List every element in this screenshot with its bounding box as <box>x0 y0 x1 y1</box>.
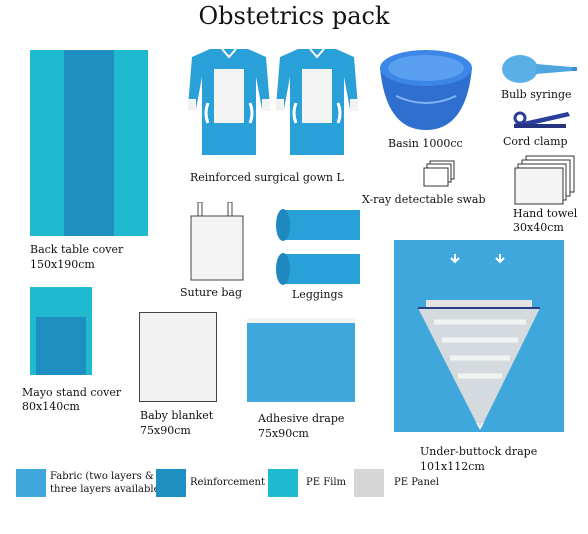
back-table-cover-graphic <box>30 50 148 236</box>
baby-blanket-graphic <box>139 312 217 402</box>
xray-swab-image <box>422 160 456 190</box>
leggings-label: Leggings <box>292 288 344 301</box>
mayo-stand-cover-graphic <box>30 287 92 375</box>
legend-swatch-pe-film <box>268 469 298 497</box>
xray-swab-label: X-ray detectable swab <box>362 193 486 206</box>
under-buttock-drape-image <box>394 240 564 432</box>
adhesive-drape-label: Adhesive drape <box>258 412 345 425</box>
hand-towel-size: 30x40cm <box>513 221 564 234</box>
back-table-cover-label: Back table cover <box>30 243 124 256</box>
basin-label: Basin 1000cc <box>388 137 463 150</box>
gown-left <box>188 48 270 155</box>
leggings-image <box>274 207 364 287</box>
xray-swab-graphic <box>423 160 455 187</box>
cord-clamp-image <box>510 104 574 132</box>
legend-label-pe-film: PE Film <box>306 477 347 488</box>
legend-swatch-reinforcement <box>156 469 186 497</box>
legend-swatch-fabric <box>16 469 46 497</box>
hand-towel-graphic <box>514 155 575 205</box>
mayo-stand-cover-size: 80x140cm <box>22 400 80 413</box>
under-buttock-drape-size: 101x112cm <box>420 460 485 473</box>
legend-label-fabric: Fabric (two layers & three layers availa… <box>50 471 164 495</box>
back-table-cover-size: 150x190cm <box>30 258 95 271</box>
back-table-cover-image <box>30 50 148 236</box>
bulb-syringe-graphic <box>502 55 577 83</box>
basin-image <box>376 46 476 132</box>
bulb-syringe-label: Bulb syringe <box>501 88 572 101</box>
legend-swatch-pe-panel <box>354 469 384 497</box>
gown-right <box>276 48 358 155</box>
legend-label-reinforcement: Reinforcement <box>190 477 265 488</box>
gown-image <box>186 47 358 159</box>
under-buttock-drape-graphic <box>394 240 564 432</box>
baby-blanket-image <box>139 312 217 402</box>
legend: Fabric (two layers & three layers availa… <box>16 467 576 501</box>
mayo-stand-cover-label: Mayo stand cover <box>22 386 122 399</box>
leggings-graphic <box>276 209 360 285</box>
gown-graphic <box>188 48 358 155</box>
baby-blanket-size: 75x90cm <box>140 424 191 437</box>
basin-graphic <box>380 50 472 130</box>
page-title: Obstetrics pack <box>198 2 390 30</box>
suture-bag-label: Suture bag <box>180 286 243 299</box>
cord-clamp-label: Cord clamp <box>503 135 568 148</box>
hand-towel-image <box>514 154 578 206</box>
adhesive-drape-image <box>247 318 355 402</box>
cord-clamp-graphic <box>513 111 570 128</box>
bulb-syringe-image <box>500 52 578 86</box>
gown-label: Reinforced surgical gown L <box>190 171 344 184</box>
suture-bag-image <box>190 202 246 282</box>
adhesive-drape-graphic <box>247 318 355 402</box>
mayo-stand-cover-image <box>30 287 92 375</box>
under-buttock-drape-label: Under-buttock drape <box>420 445 538 458</box>
hand-towel-label: Hand towel <box>513 207 578 220</box>
baby-blanket-label: Baby blanket <box>140 409 214 422</box>
adhesive-drape-size: 75x90cm <box>258 427 309 440</box>
suture-bag-graphic <box>190 202 244 281</box>
legend-label-pe-panel: PE Panel <box>394 477 440 488</box>
